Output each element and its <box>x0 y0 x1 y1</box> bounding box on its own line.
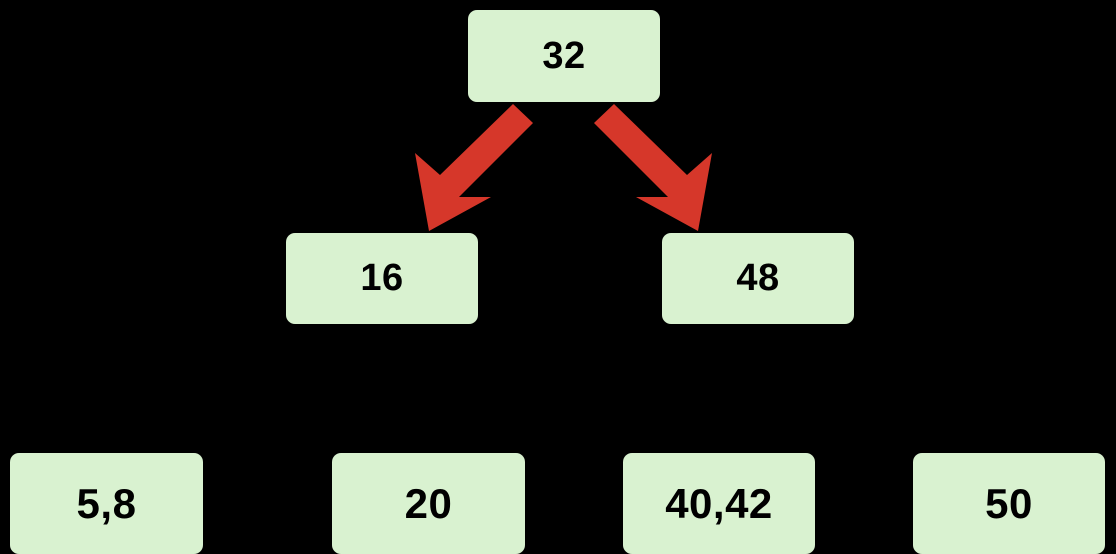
tree-node-label: 16 <box>360 257 404 299</box>
tree-node-label: 32 <box>542 34 586 77</box>
tree-node-label: 20 <box>404 479 453 527</box>
tree-node-leaf-1[interactable]: 20 <box>332 453 525 554</box>
tree-node-left-child[interactable]: 16 <box>286 233 478 324</box>
arrow-down-right-icon <box>594 104 712 231</box>
arrow-down-left-icon <box>415 104 533 231</box>
tree-node-label: 50 <box>985 479 1033 527</box>
tree-node-right-child[interactable]: 48 <box>662 233 854 324</box>
tree-node-leaf-2[interactable]: 40,42 <box>623 453 815 554</box>
tree-node-root[interactable]: 32 <box>468 10 660 102</box>
tree-node-leaf-0[interactable]: 5,8 <box>10 453 203 554</box>
tree-node-leaf-3[interactable]: 50 <box>913 453 1105 554</box>
tree-node-label: 48 <box>736 257 780 299</box>
tree-node-label: 5,8 <box>76 479 137 527</box>
tree-node-label: 40,42 <box>665 479 773 527</box>
